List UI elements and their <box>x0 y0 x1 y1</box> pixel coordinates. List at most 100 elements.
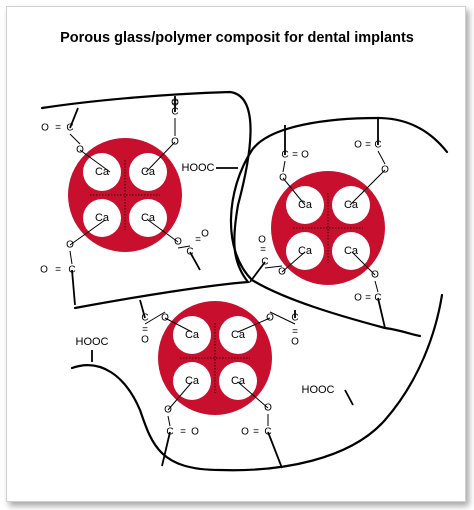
pore <box>129 153 167 191</box>
carboxylate-bridge: OC=O <box>237 310 299 348</box>
bond <box>147 219 179 243</box>
hooc-label: HOOC <box>182 162 215 174</box>
bond <box>349 169 386 206</box>
oxygen-label: O <box>264 403 272 414</box>
calcium-label: Ca <box>95 212 110 224</box>
double-bond: = <box>292 150 298 161</box>
bond <box>69 250 73 265</box>
backbone-link <box>189 251 201 271</box>
bond <box>167 415 171 427</box>
carboxylate-bridge: OC=O <box>237 381 283 469</box>
oxygen-label: O <box>201 229 209 240</box>
oxygen-label: O <box>258 235 266 246</box>
bond <box>264 265 283 269</box>
bond <box>69 133 81 145</box>
backbone-link <box>71 269 76 306</box>
calcium-label: Ca <box>298 245 313 257</box>
bond <box>282 160 286 173</box>
oxygen-label: O <box>371 270 379 281</box>
bond <box>269 311 296 325</box>
double-bond: = <box>55 123 61 134</box>
carboxylate-bridge: OC=O <box>145 96 179 173</box>
oxygen-label: O <box>66 240 74 251</box>
bond <box>281 251 306 273</box>
hooc-label: HOOC <box>302 384 335 396</box>
oxygen-label: O <box>174 237 182 248</box>
bond <box>167 381 193 411</box>
calcium-label: Ca <box>185 375 200 387</box>
polymer-boundary-bottom <box>70 293 444 472</box>
glass-particle <box>158 301 272 415</box>
double-bond: = <box>365 140 371 151</box>
oxygen-label: O <box>161 313 169 324</box>
backbone-link <box>377 297 386 329</box>
pore <box>173 362 211 400</box>
oxygen-label: O <box>279 173 287 184</box>
carboxylate-bridge: OC=O <box>279 125 309 206</box>
double-bond: = <box>180 427 186 438</box>
hooc-group-middle: HOOC <box>182 162 238 174</box>
backbone-link <box>139 299 146 319</box>
backbone-link <box>344 389 354 406</box>
carboxylate-bridge: OC=O <box>351 251 386 329</box>
carboxylate-bridge: OC=O <box>40 219 106 306</box>
bond <box>282 177 306 206</box>
oxygen-label: O <box>241 427 249 438</box>
bond <box>377 150 386 165</box>
polymer-boundary-left <box>40 90 252 310</box>
double-bond: = <box>55 265 61 276</box>
calcium-label: Ca <box>231 375 246 387</box>
bond <box>177 245 191 249</box>
oxygen-label: O <box>76 145 84 156</box>
bond <box>237 317 271 333</box>
oxygen-label: O <box>291 337 299 348</box>
bond <box>164 317 193 333</box>
oxygen-label: O <box>354 293 362 304</box>
double-bond: = <box>195 235 201 246</box>
pore <box>332 186 370 224</box>
bond <box>144 311 166 325</box>
oxygen-label: O <box>278 267 286 278</box>
bond <box>69 219 106 246</box>
pore <box>219 316 257 354</box>
double-bond: = <box>260 245 266 256</box>
oxygen-label: O <box>354 140 362 151</box>
oxygen-label: O <box>381 165 389 176</box>
calcium-label: Ca <box>344 245 359 257</box>
backbone-link <box>267 431 283 469</box>
carboxylate-bridge: OC=O <box>349 118 389 206</box>
glass-particle <box>68 138 182 252</box>
bond <box>351 251 376 276</box>
backbone-link <box>161 431 171 467</box>
bond <box>237 381 269 409</box>
pore <box>83 153 121 191</box>
double-bond: = <box>172 98 178 109</box>
bond <box>374 280 379 293</box>
hooc-group-bottom-right: HOOC <box>302 384 354 406</box>
backbone-link <box>69 107 79 129</box>
pore <box>83 199 121 237</box>
carboxylate-bridge: OC=O <box>41 107 111 173</box>
oxygen-label: O <box>301 150 309 161</box>
oxygen-label: O <box>41 123 49 134</box>
bond <box>79 149 111 173</box>
carboxylate-bridge: OC=O <box>139 299 193 346</box>
figure-title: Porous glass/polymer composit for dental… <box>60 30 414 46</box>
oxygen-label: O <box>191 427 199 438</box>
oxygen-label: O <box>171 98 179 109</box>
carboxylate-bridge: OC=O <box>249 235 306 283</box>
oxygen-label: O <box>164 405 172 416</box>
calcium-label: Ca <box>298 199 313 211</box>
calcium-label: Ca <box>141 166 156 178</box>
backbone-link <box>249 261 266 283</box>
oxygen-label: O <box>266 313 274 324</box>
calcium-label: Ca <box>95 166 110 178</box>
oxygen-label: O <box>171 137 179 148</box>
hooc-group-bottom-left: HOOC <box>76 336 109 362</box>
calcium-label: Ca <box>141 212 156 224</box>
carboxylate-bridge: OC=O <box>147 219 209 271</box>
oxygen-label: O <box>141 335 149 346</box>
